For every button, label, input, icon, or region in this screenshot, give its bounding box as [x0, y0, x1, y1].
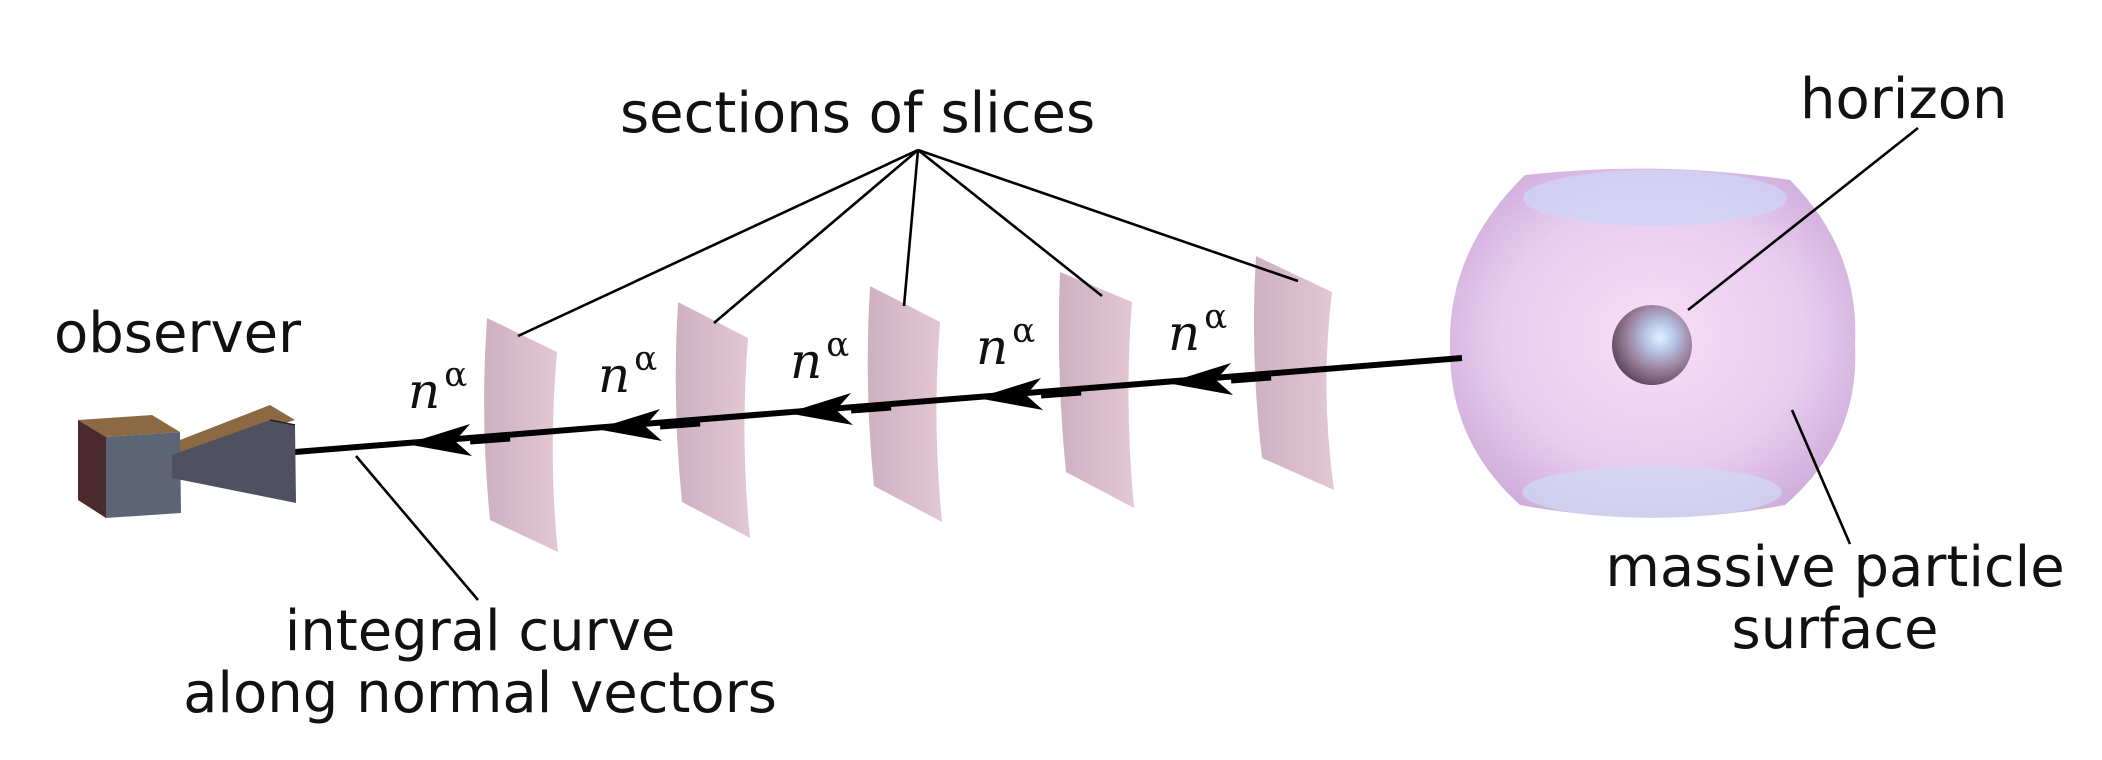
- leader-lines: [355, 126, 1919, 601]
- arrowhead-icon: [787, 393, 853, 425]
- arrowhead-icon: [596, 409, 662, 441]
- massive-particle-label: massive particle surface: [1570, 540, 2100, 658]
- integral-curve-label: integral curve along normal vectors: [140, 604, 820, 722]
- camera-icon: [78, 405, 296, 518]
- arrowhead-icon: [1167, 363, 1233, 395]
- top-cap: [1523, 170, 1787, 226]
- massive-particle-label-line1: massive particle: [1605, 535, 2065, 600]
- bottom-cap: [1522, 466, 1782, 518]
- observer-label: observer: [54, 301, 302, 366]
- arrowhead-icon: [977, 378, 1043, 410]
- massive-particle-label-line2: surface: [1731, 597, 1939, 662]
- horizon-label: horizon: [1800, 67, 2008, 132]
- integral-curve-label-line1: integral curve: [284, 599, 676, 664]
- sections-of-slices-label: sections of slices: [620, 81, 1096, 146]
- integral-curve-label-line2: along normal vectors: [183, 661, 777, 726]
- arrowheads: [406, 363, 1272, 456]
- horizon-sphere-icon: [1612, 305, 1692, 385]
- arrowhead-icon: [406, 424, 472, 456]
